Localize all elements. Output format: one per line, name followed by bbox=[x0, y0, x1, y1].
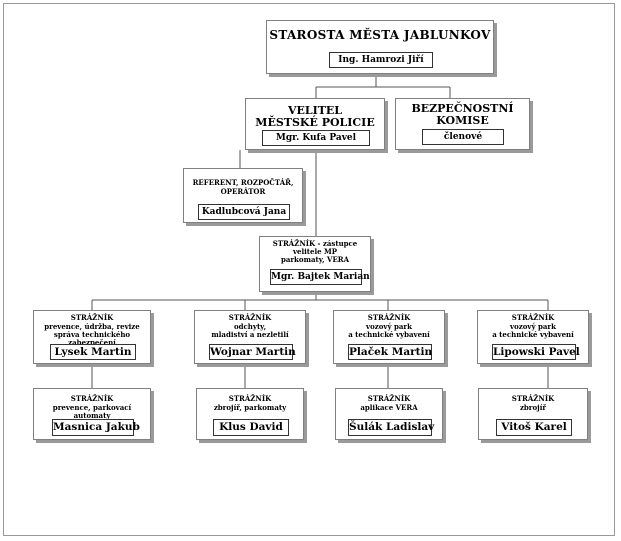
guard-box-1: STRÁŽNÍK prevence, údržba, revize správa… bbox=[33, 310, 151, 364]
security-committee-box: BEZPEČNOSTNÍ KOMISE členové bbox=[395, 98, 530, 150]
guard-title: STRÁŽNÍK bbox=[70, 313, 114, 322]
deputy-title-line3: parkomaty, VERA bbox=[280, 255, 350, 264]
guard-box-7: STRÁŽNÍK aplikace VERA Šulák Ladislav bbox=[335, 388, 443, 440]
guard-duties: vozový park bbox=[510, 322, 556, 331]
guard-duties: zbrojíř, parkomaty bbox=[213, 403, 287, 412]
mayor-box: STAROSTA MĚSTA JABLUNKOV Ing. Hamrozi Ji… bbox=[266, 20, 494, 74]
guard-name: Lipowski Pavel bbox=[492, 344, 580, 360]
guard-name: Wojnar Martin bbox=[209, 344, 296, 360]
guard-title: STRÁŽNÍK bbox=[367, 394, 411, 403]
guard-duties: prevence, parkovací automaty bbox=[52, 403, 132, 421]
guard-duties-2: mladiství a nezletilí bbox=[211, 330, 289, 339]
guard-title: STRÁŽNÍK bbox=[511, 313, 555, 322]
commander-title-line1: VELITEL bbox=[287, 104, 343, 117]
guard-duties: vozový park bbox=[366, 322, 412, 331]
referent-title-line2: OPERÁTOR bbox=[220, 187, 266, 196]
guard-duties: aplikace VERA bbox=[360, 403, 418, 412]
guard-duties-2: a technické vybavení bbox=[492, 330, 574, 339]
referent-name: Kadlubcová Jana bbox=[198, 204, 290, 220]
commander-title-line2: MĚSTSKÉ POLICIE bbox=[255, 116, 375, 129]
guard-title: STRÁŽNÍK bbox=[70, 394, 114, 403]
committee-title-line2: KOMISE bbox=[436, 114, 489, 127]
deputy-title-line1: STRÁŽNÍK - zástupce bbox=[272, 239, 358, 248]
guard-title: STRÁŽNÍK bbox=[228, 394, 272, 403]
guard-box-3: STRÁŽNÍK vozový park a technické vybaven… bbox=[333, 310, 445, 364]
guard-name: Vitoš Karel bbox=[496, 419, 572, 436]
committee-title-line1: BEZPEČNOSTNÍ bbox=[411, 102, 514, 115]
mayor-name: Ing. Hamrozi Jiří bbox=[329, 52, 433, 68]
guard-name: Klus David bbox=[213, 419, 289, 436]
guard-title: STRÁŽNÍK bbox=[228, 313, 272, 322]
guard-duties: odchyty, bbox=[233, 322, 267, 331]
committee-members: členové bbox=[422, 129, 504, 145]
guard-box-8: STRÁŽNÍK zbrojíř Vitoš Karel bbox=[478, 388, 588, 440]
guard-title: STRÁŽNÍK bbox=[511, 394, 555, 403]
guard-box-5: STRÁŽNÍK prevence, parkovací automaty Ma… bbox=[33, 388, 151, 440]
guard-duties: prevence, údržba, revize bbox=[44, 322, 140, 331]
guard-name: Masnica Jakub bbox=[52, 419, 140, 436]
guard-box-2: STRÁŽNÍK odchyty, mladiství a nezletilí … bbox=[194, 310, 306, 364]
guard-box-4: STRÁŽNÍK vozový park a technické vybaven… bbox=[477, 310, 589, 364]
guard-name: Plaček Martin bbox=[348, 344, 433, 360]
guard-box-6: STRÁŽNÍK zbrojíř, parkomaty Klus David bbox=[196, 388, 304, 440]
guard-name: Šulák Ladislav bbox=[348, 419, 434, 436]
mayor-title: STAROSTA MĚSTA JABLUNKOV bbox=[269, 28, 491, 42]
guard-name: Lysek Martin bbox=[50, 344, 136, 360]
deputy-name: Mgr. Bajtek Marian bbox=[270, 269, 370, 285]
guard-duties-2: a technické vybavení bbox=[348, 330, 430, 339]
deputy-title-line2: velitele MP bbox=[292, 247, 338, 256]
guard-duties-2: správa technického zabezpečení bbox=[53, 330, 131, 348]
deputy-box: STRÁŽNÍK - zástupce velitele MP parkomat… bbox=[259, 236, 371, 292]
chart-frame bbox=[3, 3, 615, 536]
guard-duties: zbrojíř bbox=[519, 403, 547, 412]
referent-title-line1: REFERENT, ROZPOČTÁŘ, bbox=[192, 178, 294, 187]
guard-title: STRÁŽNÍK bbox=[367, 313, 411, 322]
referent-box: REFERENT, ROZPOČTÁŘ, OPERÁTOR Kadlubcová… bbox=[183, 168, 303, 223]
police-commander-box: VELITEL MĚSTSKÉ POLICIE Mgr. Kufa Pavel bbox=[245, 98, 385, 150]
commander-name: Mgr. Kufa Pavel bbox=[262, 130, 370, 146]
